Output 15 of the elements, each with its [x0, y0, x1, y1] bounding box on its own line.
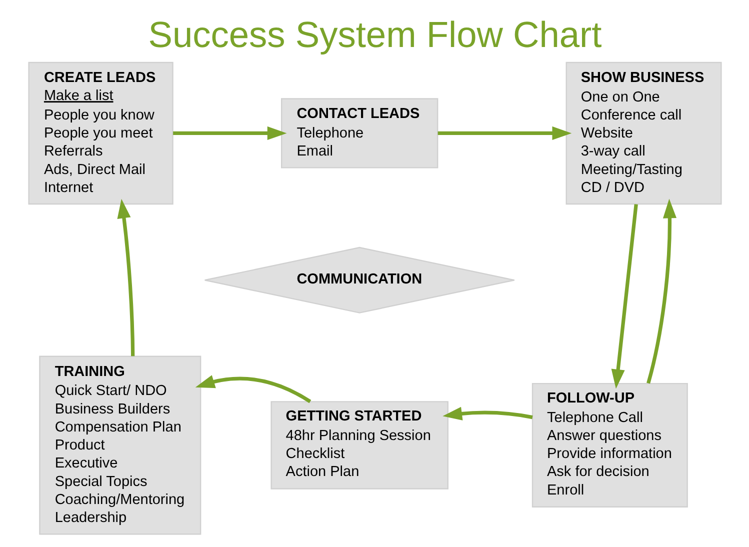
- arrow: [437, 126, 572, 140]
- node-box: CONTACT LEADS Telephone Email: [280, 98, 438, 168]
- node-box: TRAINING Quick Start/ NDO Business Builders Compensation Plan Product Executive Special Topics Coaching/Mentoring Leadership: [38, 356, 201, 535]
- arrow: [442, 406, 532, 420]
- arrow: [646, 198, 676, 384]
- node-diamond: COMMUNICATION: [204, 246, 514, 314]
- arrow: [172, 126, 286, 140]
- arrow: [610, 204, 638, 389]
- node-box: FOLLOW-UP Telephone Call Answer questions Provide information Ask for decision Enroll: [531, 382, 688, 508]
- node-box: SHOW BUSINESS One on One Conference call Website 3-way call Meeting/Tasting CD / DVD: [565, 62, 722, 205]
- diagram-title: Success System Flow Chart: [148, 14, 602, 55]
- node-box: GETTING STARTED 48hr Planning Session Checklist Action Plan: [270, 401, 448, 490]
- arrow: [194, 375, 311, 404]
- arrow: [116, 198, 134, 356]
- node-box: CREATE LEADS Make a list People you know People you meet Referrals Ads, Direct Mail Internet: [28, 62, 173, 205]
